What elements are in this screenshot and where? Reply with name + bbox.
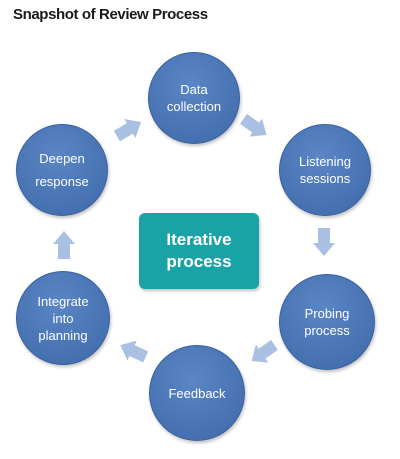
node-deepen-line2: response — [35, 174, 89, 189]
diagram-title: Snapshot of Review Process — [13, 6, 208, 23]
node-listening-sessions-line1: Listening — [298, 154, 352, 169]
node-probing-process-line1: Probing — [304, 306, 350, 321]
node-probing-process-line2: process — [304, 323, 350, 338]
arrow-up-icon — [53, 231, 75, 259]
node-feedback-line1: Feedback — [168, 385, 226, 401]
node-data-collection-line1: Data — [180, 82, 208, 97]
node-feedback: Feedback — [149, 345, 245, 441]
arrow-left-down-icon — [251, 340, 278, 363]
arrow-left-icon — [120, 340, 149, 363]
node-integrate-line3: planning — [38, 327, 88, 343]
node-integrate-line2: into — [52, 310, 74, 326]
node-listening-sessions-line2: sessions — [299, 171, 351, 186]
center-line1: Iterative — [166, 230, 232, 249]
arrow-down-icon — [313, 228, 335, 256]
node-data-collection: Data collection — [148, 52, 240, 144]
node-deepen-response: Deepen response — [16, 124, 108, 216]
node-data-collection-line2: collection — [166, 99, 222, 114]
arrow-right-down-icon — [240, 114, 267, 137]
node-listening-sessions: Listening sessions — [279, 124, 371, 216]
node-integrate-into-planning: Integrate into planning — [16, 271, 110, 365]
center-iterative-process: Iterative process — [139, 213, 259, 289]
node-integrate-line1: Integrate — [37, 293, 89, 309]
arrow-right-up-icon — [113, 118, 142, 142]
center-line2: process — [166, 252, 232, 271]
node-probing-process: Probing process — [279, 274, 375, 370]
node-deepen-line1: Deepen — [39, 151, 85, 166]
